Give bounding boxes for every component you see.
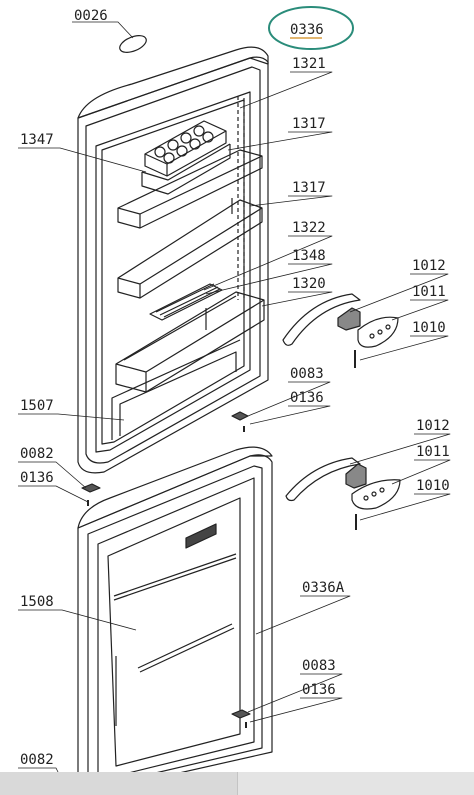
toolbar-segment-right[interactable] — [237, 772, 474, 795]
label-1011-lower: 1011 — [416, 444, 450, 460]
label-0336A: 0336A — [302, 580, 345, 596]
label-0082-upper: 0082 — [20, 446, 54, 462]
label-1322: 1322 — [292, 220, 326, 236]
label-1347: 1347 — [20, 132, 54, 148]
upper-door — [77, 46, 269, 474]
door-top-cap — [77, 46, 269, 119]
toolbar-segment-left[interactable] — [0, 772, 238, 795]
label-1320: 1320 — [292, 276, 326, 292]
label-0136-lower: 0136 — [302, 682, 336, 698]
label-0026: 0026 — [74, 8, 108, 24]
label-0083-lower: 0083 — [302, 658, 336, 674]
label-1508: 1508 — [20, 594, 54, 610]
label-1010-lower: 1010 — [416, 478, 450, 494]
door-bin-upper — [117, 149, 263, 229]
label-0136-upper: 0136 — [290, 390, 324, 406]
label-1012-lower: 1012 — [416, 418, 450, 434]
label-1507: 1507 — [20, 398, 54, 414]
highlight-circle — [268, 6, 354, 50]
handle-upper — [282, 293, 399, 368]
label-1321: 1321 — [292, 56, 326, 72]
energy-label — [185, 523, 217, 549]
label-1317-upper: 1317 — [292, 116, 326, 132]
label-0083-upper: 0083 — [290, 366, 324, 382]
label-0336: 0336 — [290, 22, 324, 38]
door-bin-middle — [117, 198, 263, 299]
bottle-rack — [149, 283, 223, 321]
shelf-1347 — [141, 143, 231, 195]
label-1011-upper: 1011 — [412, 284, 446, 300]
handle-lower — [285, 457, 401, 530]
hinge-parts — [81, 411, 251, 728]
label-1010-upper: 1010 — [412, 320, 446, 336]
label-1348: 1348 — [292, 248, 326, 264]
label-0082-lower: 0082 — [20, 752, 54, 768]
door-bin-lower — [115, 291, 265, 393]
label-1012-upper: 1012 — [412, 258, 446, 274]
egg-tray — [144, 120, 227, 177]
part-0026-cap — [119, 35, 147, 53]
label-0136-left: 0136 — [20, 470, 54, 486]
door-rail — [237, 96, 245, 300]
label-1317-middle: 1317 — [292, 180, 326, 196]
bottom-toolbar — [0, 772, 474, 795]
lower-door — [77, 446, 273, 791]
leader-lines — [18, 21, 451, 777]
